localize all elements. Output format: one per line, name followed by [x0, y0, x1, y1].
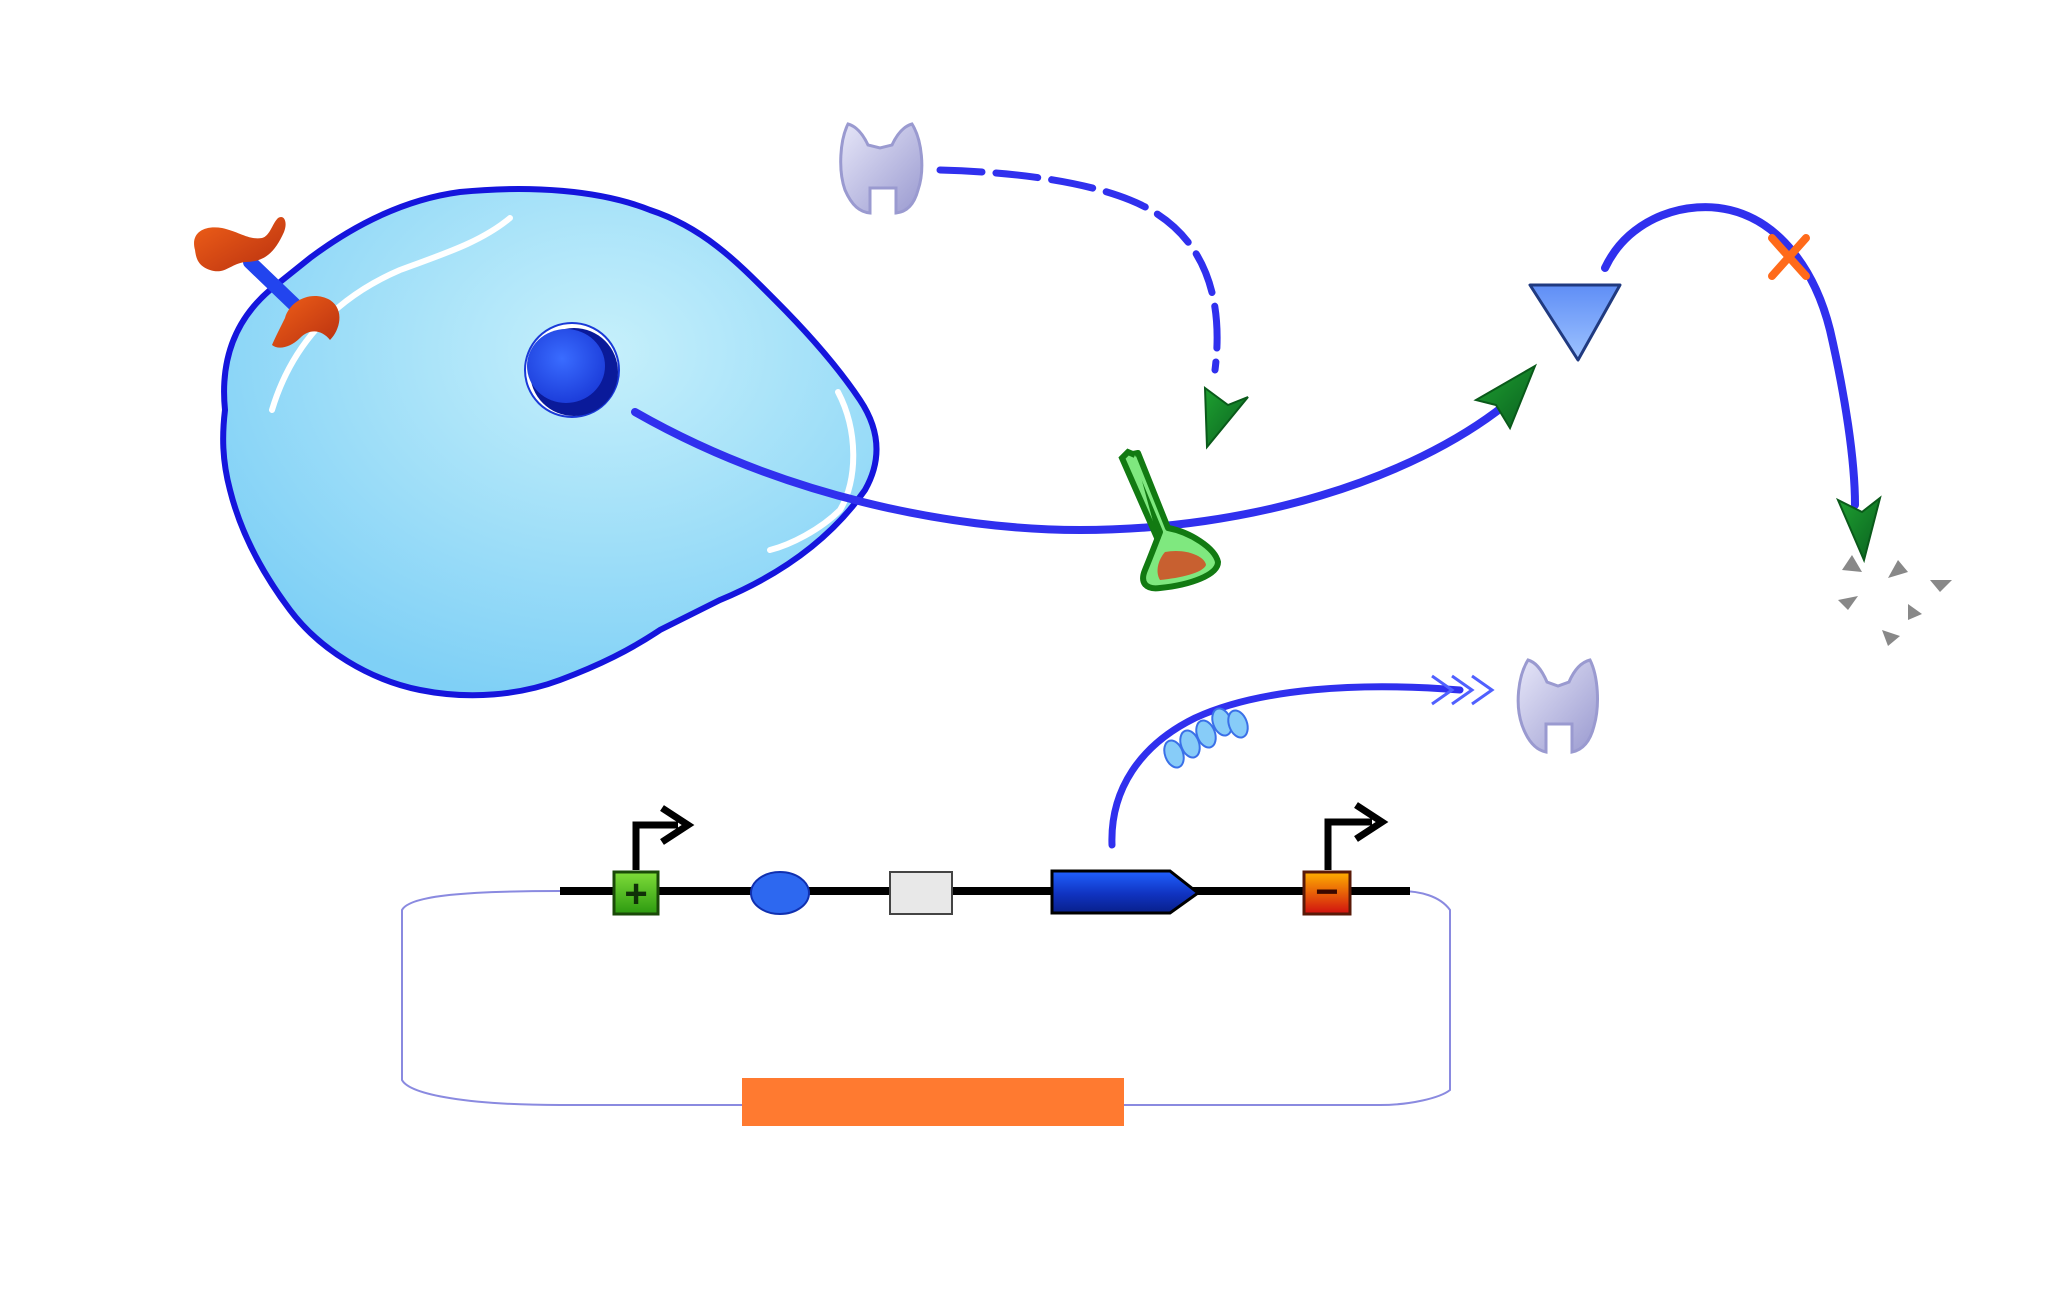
- terminator-icon: [889, 871, 953, 915]
- minus-symbol: −: [1315, 870, 1338, 914]
- ribosome-icon: [1163, 707, 1249, 769]
- selection-marker: [742, 1078, 1124, 1126]
- degradation-pathway-arrow: [1601, 203, 1859, 509]
- membrane-receptor-icon: [243, 255, 340, 348]
- nucleus-icon: [524, 322, 620, 418]
- signal-pathway-arrow: [631, 401, 1509, 535]
- cell-highlight: [269, 215, 513, 413]
- mrna-icon: [1108, 683, 1464, 849]
- cell-highlight-right: [767, 389, 857, 553]
- dashed-arrowhead-icon: [1203, 385, 1249, 450]
- degradation-arrowhead-icon: [1835, 495, 1882, 564]
- inhibition-dashed-arrow: [936, 166, 1221, 374]
- promoter-icon-2: [1324, 802, 1389, 870]
- rbs-icon: [750, 871, 810, 915]
- positive-operator-icon: +: [612, 870, 660, 916]
- translated-protein-icon: [1516, 658, 1599, 754]
- pathway-arrowhead-icon: [1473, 363, 1538, 431]
- cds-icon: [1050, 869, 1201, 915]
- small-molecule-icon: [1528, 283, 1622, 362]
- ligand-icon: [194, 216, 286, 272]
- negative-operator-icon: −: [1302, 870, 1352, 916]
- degradation-icon: [1838, 555, 1952, 646]
- protein-icon: [839, 122, 924, 215]
- enzyme-icon: [1118, 448, 1221, 592]
- plasmid-icon: [401, 890, 1451, 1106]
- cell-body: [220, 186, 880, 699]
- cell-icon: [220, 186, 880, 699]
- receptor-cup: [272, 296, 340, 348]
- promoter-icon: [632, 805, 695, 870]
- plus-symbol: +: [624, 872, 647, 916]
- translation-chevron-icon: [1431, 674, 1495, 706]
- degradation-mark-icon: [1768, 234, 1810, 280]
